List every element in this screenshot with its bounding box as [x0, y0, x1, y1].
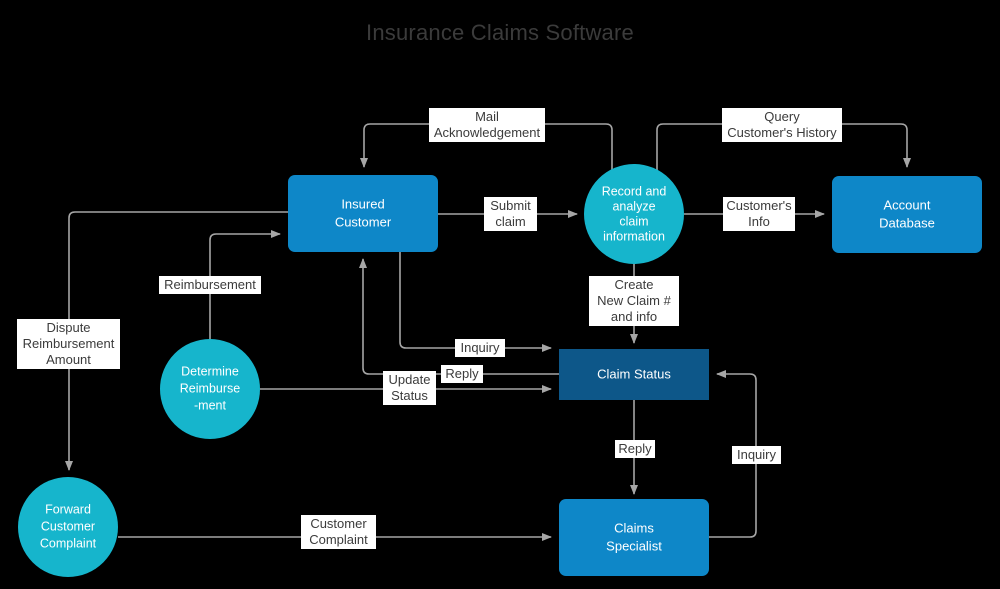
node-claims-specialist-line1: Claims — [614, 520, 654, 535]
edge-dispute-reimbursement-amount — [65, 211, 288, 471]
node-account-database[interactable]: Account Database — [832, 176, 982, 253]
node-insured-customer-line2: Customer — [335, 214, 392, 229]
node-account-database-line2: Database — [879, 215, 935, 230]
node-record-analyze[interactable]: Record and analyze claim information — [584, 164, 684, 264]
node-forward-complaint-line2: Customer — [41, 519, 95, 533]
edge-label-reply-top: Reply — [441, 365, 483, 383]
node-determine-reimbursement-line2: Reimburse — [180, 381, 240, 395]
node-record-analyze-line1: Record and — [602, 184, 667, 198]
edge-label-customer-complaint: Customer Complaint — [301, 515, 376, 549]
nodes-group: Insured Customer Record and analyze clai… — [18, 164, 982, 577]
node-determine-reimbursement[interactable]: Determine Reimburse -ment — [160, 339, 260, 439]
edge-label-create-new-claim: Create New Claim # and info — [589, 276, 679, 326]
edge-reply-top — [359, 258, 559, 375]
node-determine-reimbursement-line1: Determine — [181, 364, 239, 378]
edge-label-dispute-reimbursement-amount: Dispute Reimbursement Amount — [17, 319, 120, 369]
edge-label-inquiry-right: Inquiry — [732, 446, 781, 464]
node-record-analyze-line4: information — [603, 229, 665, 243]
node-forward-complaint[interactable]: Forward Customer Complaint — [18, 477, 118, 577]
node-insured-customer[interactable]: Insured Customer — [288, 175, 438, 252]
edge-reimbursement — [209, 230, 281, 339]
edge-label-update-status: Update Status — [383, 371, 436, 405]
page-title: Insurance Claims Software — [366, 20, 634, 45]
edge-label-inquiry-top: Inquiry — [455, 339, 505, 357]
edge-label-submit-claim: Submit claim — [484, 197, 537, 231]
edge-label-reimbursement: Reimbursement — [159, 276, 261, 294]
edge-label-customers-info: Customer's Info — [723, 197, 795, 231]
node-claim-status-label: Claim Status — [597, 366, 671, 381]
edge-inquiry-top — [399, 252, 552, 352]
edge-label-reply-mid: Reply — [615, 440, 655, 458]
node-claim-status[interactable]: Claim Status — [559, 349, 709, 400]
node-determine-reimbursement-line3: -ment — [194, 398, 226, 412]
node-forward-complaint-line1: Forward — [45, 502, 91, 516]
node-record-analyze-line2: analyze — [612, 199, 655, 213]
edges-group — [65, 123, 911, 541]
node-insured-customer-line1: Insured — [341, 196, 384, 211]
node-account-database-line1: Account — [884, 197, 931, 212]
node-record-analyze-line3: claim — [619, 214, 648, 228]
edge-label-mail-acknowledgement: Mail Acknowledgement — [429, 108, 545, 142]
node-claims-specialist[interactable]: Claims Specialist — [559, 499, 709, 576]
edge-label-query-customers-history: Query Customer's History — [722, 108, 842, 142]
node-forward-complaint-line3: Complaint — [40, 536, 97, 550]
node-claims-specialist-line2: Specialist — [606, 538, 662, 553]
